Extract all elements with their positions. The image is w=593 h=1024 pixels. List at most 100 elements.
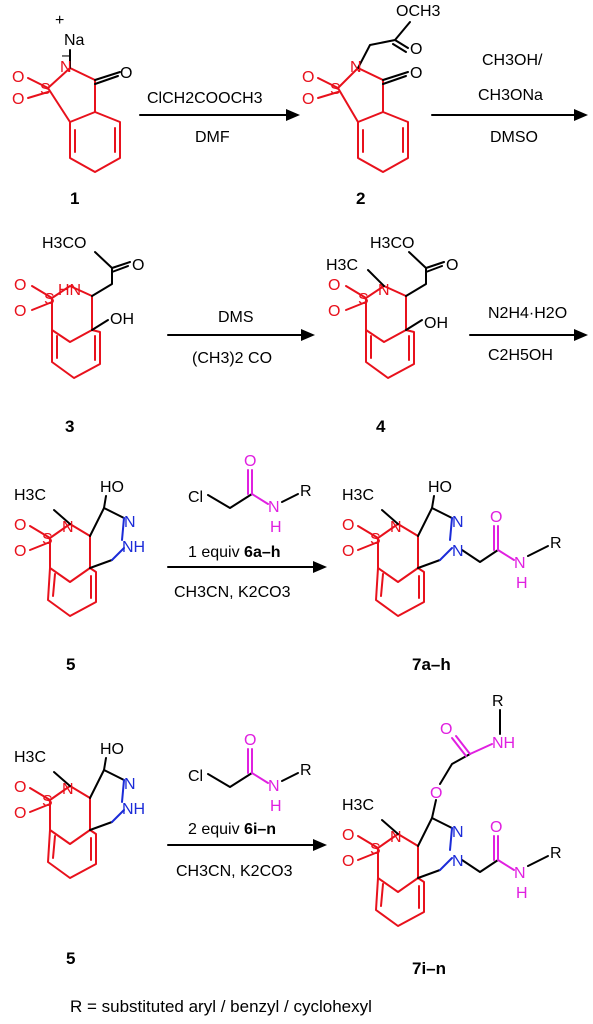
- chloroacetamide-reagent-1: [207, 469, 299, 509]
- solvent-label: DMSO: [490, 129, 538, 146]
- atom-n: N: [452, 853, 464, 870]
- atom-r: R: [550, 535, 562, 552]
- atom-o: O: [14, 277, 26, 294]
- atom-ho: HO: [100, 479, 124, 496]
- atom-s: S: [44, 291, 55, 308]
- atom-o: O: [490, 819, 502, 836]
- atom-methyl: H3C: [342, 797, 374, 814]
- atom-o: O: [342, 853, 354, 870]
- charge-plus: +: [55, 12, 64, 29]
- arrow-head: [574, 109, 588, 121]
- atom-na: Na: [64, 32, 85, 49]
- atom-methyl: H3C: [14, 487, 46, 504]
- atom-n: N: [390, 519, 402, 536]
- reagent-label: ClCH2COOCH3: [147, 90, 263, 107]
- atom-n: N: [452, 824, 464, 841]
- arrow-head: [313, 561, 327, 573]
- atom-o: O: [12, 91, 24, 108]
- atom-n: N: [452, 543, 464, 560]
- atom-nh: NH: [122, 539, 145, 556]
- atom-o: O: [342, 543, 354, 560]
- atom-o: O: [410, 41, 422, 58]
- compound-4-structure: [345, 251, 445, 379]
- atom-s: S: [370, 531, 381, 548]
- arrow-head: [313, 839, 327, 851]
- compound-2-structure: [317, 21, 411, 173]
- atom-n: N: [124, 514, 136, 531]
- atom-methyl: H3C: [14, 749, 46, 766]
- compound-7ah-structure: [357, 495, 549, 617]
- atom-oh: OH: [110, 311, 134, 328]
- equiv-label: 1 equiv 6a–h: [188, 544, 281, 561]
- atom-ester-methoxy: H3CO: [370, 235, 414, 252]
- atom-o: O: [244, 732, 256, 749]
- compound-7in-structure: [357, 709, 549, 927]
- compound-label-2: 2: [356, 189, 365, 208]
- atom-ether-o: O: [430, 785, 442, 802]
- atom-r: R: [550, 845, 562, 862]
- atom-n: N: [268, 499, 280, 516]
- atom-s: S: [42, 531, 53, 548]
- atom-s: S: [358, 291, 369, 308]
- atom-n: N: [62, 781, 74, 798]
- atom-o: O: [302, 91, 314, 108]
- atom-o: O: [14, 805, 26, 822]
- atom-h: H: [516, 575, 528, 592]
- footnote: R = substituted aryl / benzyl / cyclohex…: [70, 997, 372, 1016]
- atom-o: O: [14, 303, 26, 320]
- atom-nh: NH: [122, 801, 145, 818]
- atom-o: O: [244, 453, 256, 470]
- arrow-head: [574, 329, 588, 341]
- solvent-label: (CH3)2 CO: [192, 350, 272, 367]
- atom-cl: Cl: [188, 768, 203, 785]
- atom-r: R: [300, 483, 312, 500]
- atom-r: R: [300, 762, 312, 779]
- atom-n: N: [350, 59, 362, 76]
- atom-o: O: [132, 257, 144, 274]
- atom-o: O: [342, 517, 354, 534]
- charge-minus: –: [62, 47, 71, 64]
- atom-ho: HO: [428, 479, 452, 496]
- arrow-head: [301, 329, 315, 341]
- compound-label-4: 4: [376, 417, 386, 436]
- solvent-label: CH3CN, K2CO3: [174, 584, 291, 601]
- atom-n: N: [514, 555, 526, 572]
- atom-hn: HN: [58, 282, 81, 299]
- atom-n: N: [514, 865, 526, 882]
- arrow-head: [286, 109, 300, 121]
- atom-o: O: [14, 779, 26, 796]
- solvent-label: DMF: [195, 129, 230, 146]
- reagent-label: CH3OH/: [482, 52, 543, 69]
- equiv-label: 2 equiv 6i–n: [188, 821, 276, 838]
- solvent-label: C2H5OH: [488, 347, 553, 364]
- atom-ester-methoxy: OCH3: [396, 3, 441, 20]
- atom-h: H: [270, 519, 282, 536]
- compound-3-structure: [31, 251, 131, 379]
- atom-ho: HO: [100, 741, 124, 758]
- atom-o: O: [342, 827, 354, 844]
- atom-h: H: [270, 798, 282, 815]
- atom-n: N: [62, 519, 74, 536]
- atom-methyl: H3C: [342, 487, 374, 504]
- atom-o: O: [14, 517, 26, 534]
- compound-1-structure: [27, 49, 121, 173]
- atom-n: N: [378, 282, 390, 299]
- atom-o: O: [12, 69, 24, 86]
- atom-cl: Cl: [188, 489, 203, 506]
- atom-ester-methoxy: H3CO: [42, 235, 86, 252]
- reagent-label: CH3ONa: [478, 87, 543, 104]
- solvent-label: CH3CN, K2CO3: [176, 863, 293, 880]
- atom-h: H: [516, 885, 528, 902]
- atom-o: O: [410, 65, 422, 82]
- atom-o: O: [302, 69, 314, 86]
- atom-n: N: [124, 776, 136, 793]
- reagent-label: N2H4·H2O: [488, 305, 567, 322]
- atom-s: S: [370, 841, 381, 858]
- atom-n: N: [390, 829, 402, 846]
- atom-o: O: [446, 257, 458, 274]
- atom-o: O: [328, 277, 340, 294]
- compound-5b-structure: [29, 757, 125, 879]
- atom-n: N: [268, 778, 280, 795]
